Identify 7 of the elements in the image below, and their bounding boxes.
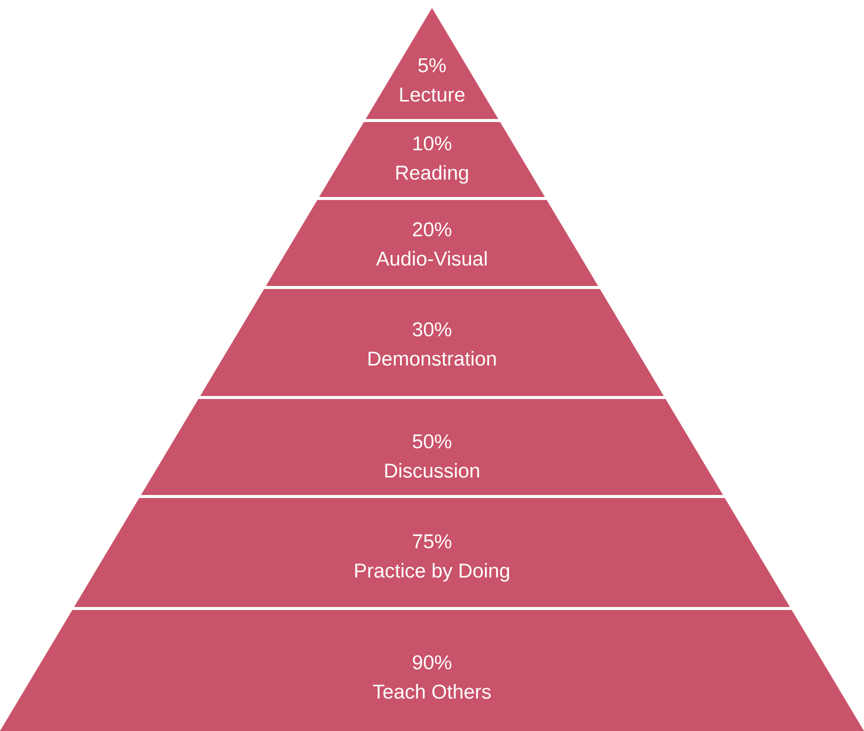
pyramid-band: 20% Audio-Visual xyxy=(266,200,598,286)
pyramid-band: 10% Reading xyxy=(319,122,545,197)
pyramid-band: 50% Discussion xyxy=(141,399,723,495)
pyramid-band: 30% Demonstration xyxy=(200,289,664,396)
pyramid-band: 5% Lecture xyxy=(366,8,498,119)
pyramid-band: 75% Practice by Doing xyxy=(74,498,790,607)
pyramid-band: 90% Teach Others xyxy=(0,610,864,731)
